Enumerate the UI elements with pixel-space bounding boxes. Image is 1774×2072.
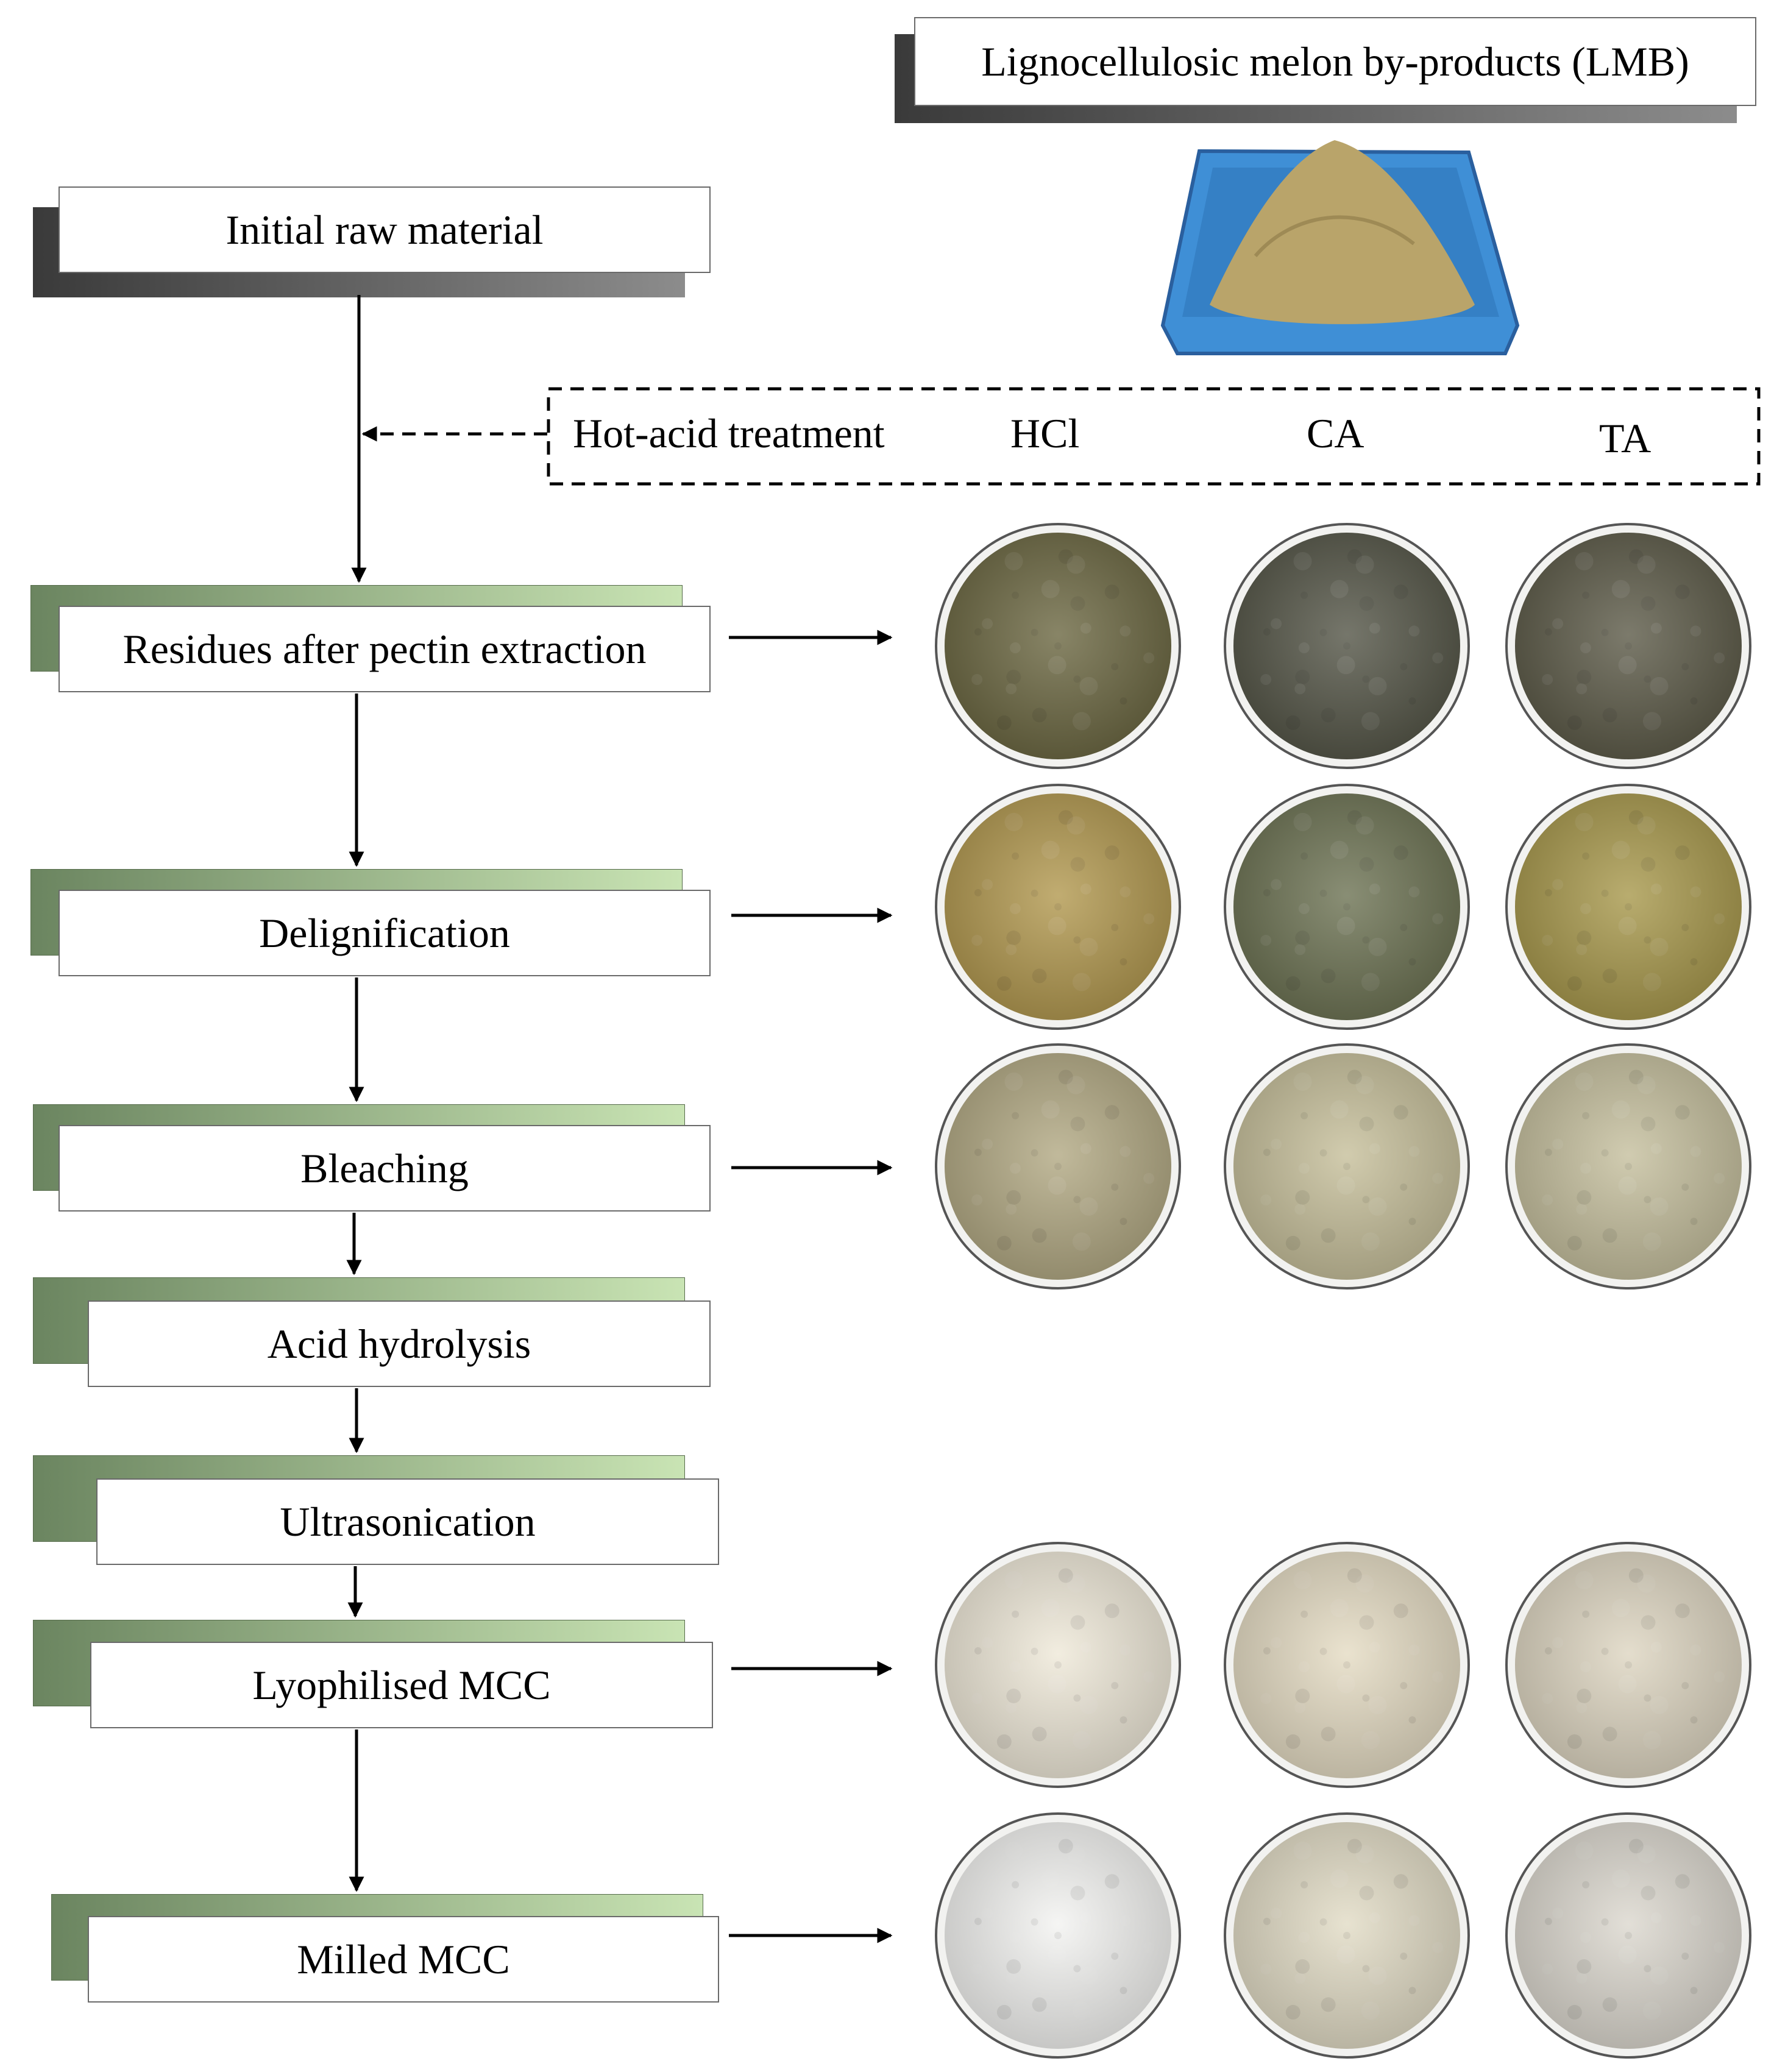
sample-dish-delignification-ca: [1224, 784, 1470, 1030]
sample-dish-lyophilised-mcc-ca: [1224, 1542, 1470, 1788]
step-label: Bleaching: [300, 1144, 469, 1191]
sample-dish-residues-after-pectin-extraction-ca: [1224, 523, 1470, 769]
sample-dish-lyophilised-mcc-hcl: [935, 1542, 1181, 1788]
step-label: Milled MCC: [297, 1935, 510, 1982]
step-label: Residues after pectin extraction: [122, 625, 647, 672]
step-label: Acid hydrolysis: [267, 1320, 531, 1367]
sample-dish-delignification-ta: [1505, 784, 1751, 1030]
step-ultrasonication: Ultrasonication: [96, 1478, 719, 1565]
lmb-tray-photo: [1160, 140, 1520, 355]
step-residues-after-pectin-extraction: Residues after pectin extraction: [59, 606, 711, 692]
acid-label-ta: TA: [1599, 415, 1652, 461]
sample-dish-bleaching-ca: [1224, 1043, 1470, 1290]
sample-dish-bleaching-hcl: [935, 1043, 1181, 1290]
treatment-label: Hot-acid treatment: [573, 410, 885, 456]
sample-dish-lyophilised-mcc-ta: [1505, 1542, 1751, 1788]
step-lyophilised-mcc: Lyophilised MCC: [90, 1642, 713, 1728]
step-label: Initial raw material: [225, 206, 544, 253]
step-delignification: Delignification: [59, 890, 711, 976]
step-acid-hydrolysis: Acid hydrolysis: [88, 1300, 711, 1387]
sample-dish-bleaching-ta: [1505, 1043, 1751, 1290]
step-label: Ultrasonication: [280, 1498, 536, 1545]
sample-dish-residues-after-pectin-extraction-ta: [1505, 523, 1751, 769]
sample-dish-milled-mcc-ca: [1224, 1812, 1470, 2059]
source-label: Lignocellulosic melon by-products (LMB): [981, 38, 1689, 85]
step-milled-mcc: Milled MCC: [88, 1916, 719, 2003]
sample-dish-milled-mcc-hcl: [935, 1812, 1181, 2059]
step-label: Lyophilised MCC: [252, 1661, 551, 1708]
treatment-dashed-box: [547, 387, 1761, 486]
sample-dish-delignification-hcl: [935, 784, 1181, 1030]
step-initial-raw-material: Initial raw material: [59, 186, 711, 273]
source-box: Lignocellulosic melon by-products (LMB): [914, 17, 1756, 106]
sample-dishes: [935, 523, 1751, 2059]
sample-dish-residues-after-pectin-extraction-hcl: [935, 523, 1181, 769]
acid-label-ca: CA: [1307, 410, 1364, 456]
acid-label-hcl: HCl: [1010, 410, 1080, 456]
sample-dish-milled-mcc-ta: [1505, 1812, 1751, 2059]
step-label: Delignification: [259, 909, 510, 956]
step-bleaching: Bleaching: [59, 1125, 711, 1212]
